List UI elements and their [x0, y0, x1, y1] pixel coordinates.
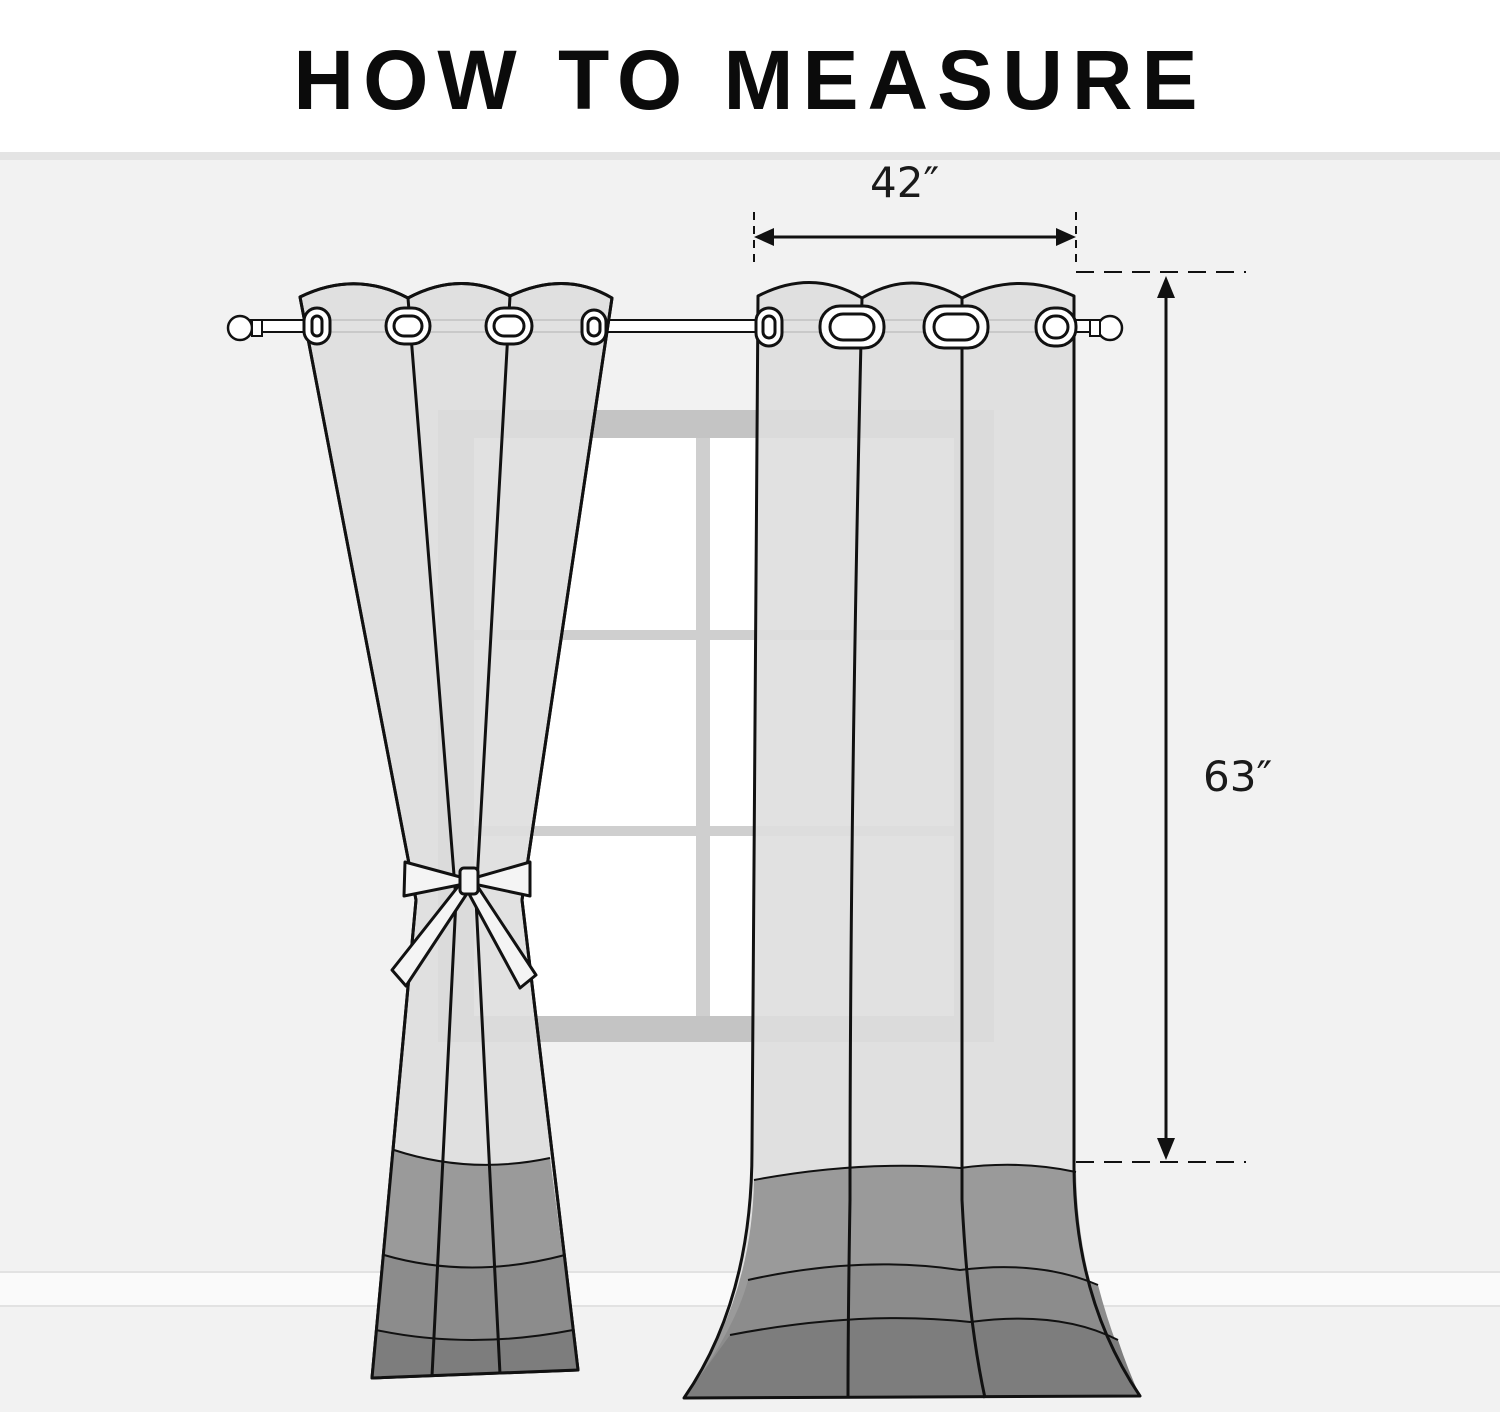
height-dimension-icon [1076, 271, 1246, 1163]
bow-tieback-icon [390, 860, 538, 990]
grommet-right-4 [1034, 306, 1078, 348]
grommet-icon [302, 304, 1078, 350]
grommet-right-2 [818, 304, 886, 350]
grommet-left-4 [580, 308, 608, 346]
height-measurement-label: 63″ [1203, 752, 1273, 801]
right-curtain-panel [682, 281, 1142, 1400]
grommet-right-3 [922, 304, 990, 350]
grommet-left-2 [384, 306, 432, 346]
header-banner: HOW TO MEASURE [0, 0, 1500, 160]
grommet-right-1 [754, 306, 784, 348]
width-dimension-icon [753, 212, 1077, 262]
grommet-left-3 [484, 306, 534, 346]
width-measurement-label: 42″ [870, 158, 940, 207]
page-title: HOW TO MEASURE [293, 33, 1207, 127]
grommet-left-1 [302, 306, 332, 346]
